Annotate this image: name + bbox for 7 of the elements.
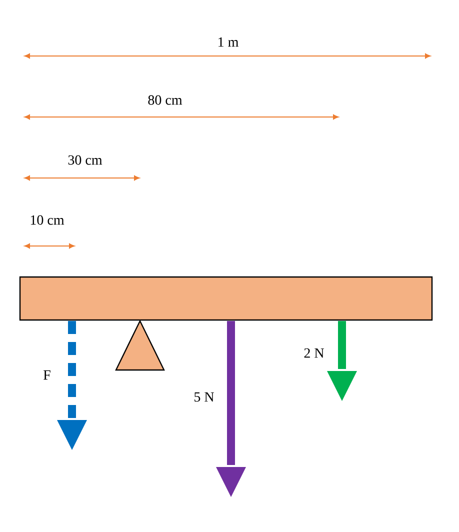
dimension-label: 80 cm (148, 95, 182, 105)
dimension-label: 10 cm (30, 215, 64, 225)
force-label: 5 N (194, 392, 214, 402)
force-label: 2 N (304, 348, 324, 358)
force-label: F (44, 370, 50, 380)
dimension-label: 1 m (218, 37, 238, 47)
dimension-label: 30 cm (68, 155, 102, 165)
